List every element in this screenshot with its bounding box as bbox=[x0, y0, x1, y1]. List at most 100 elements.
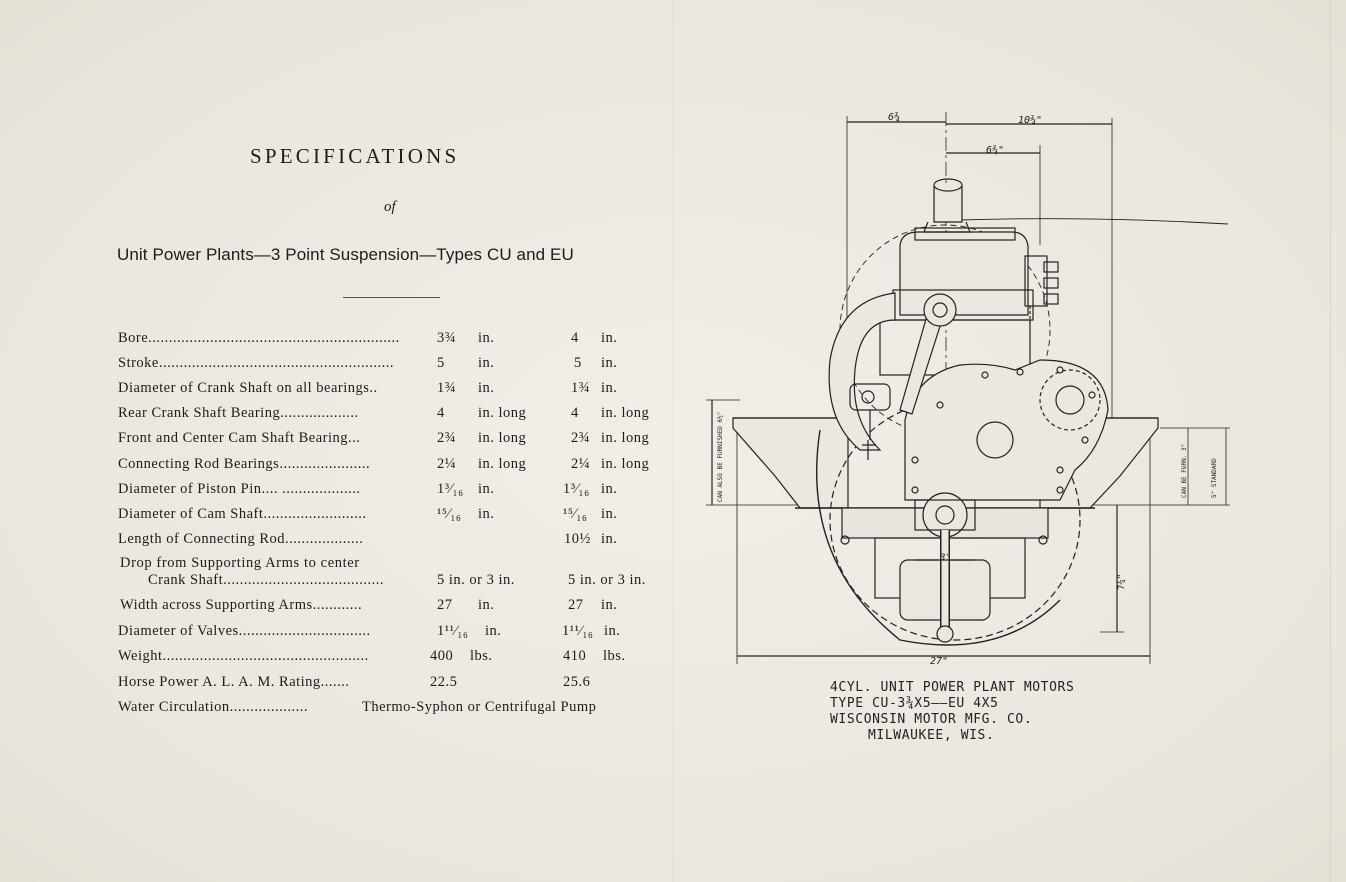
spec-label: Diameter of Crank Shaft on all bearings.… bbox=[118, 380, 378, 396]
spec-value-cu: ¹⁵⁄₁₆ bbox=[437, 506, 462, 522]
spec-label: Length of Connecting Rod................… bbox=[118, 531, 364, 547]
water-outlet-pipe bbox=[933, 186, 963, 223]
spec-value-cu: 1¾ bbox=[437, 380, 457, 396]
spec-label: Weight..................................… bbox=[118, 648, 369, 664]
spec-label-line-1: Drop from Supporting Arms to center bbox=[120, 555, 360, 571]
spec-unit-eu: in. bbox=[604, 623, 621, 639]
spec-unit-cu: lbs. bbox=[470, 648, 493, 664]
spec-value-eu: 27 bbox=[568, 597, 584, 613]
spec-value-eu: 2¾ bbox=[571, 430, 591, 446]
dim-label-side-right: 5" STANDARD bbox=[1211, 458, 1218, 498]
drawing-caption-line-1: 4CYL. UNIT POWER PLANT MOTORS bbox=[830, 680, 1075, 695]
spec-label: Horse Power A. L. A. M. Rating....... bbox=[118, 674, 350, 690]
spec-label: Crank Shaft.............................… bbox=[148, 572, 385, 588]
spec-unit-cu: in. bbox=[478, 330, 495, 346]
spec-value-eu: 5 bbox=[574, 355, 582, 371]
spec-value-cu: 27 bbox=[437, 597, 453, 613]
spec-label: Water Circulation................... bbox=[118, 699, 308, 715]
page-edge bbox=[1330, 0, 1331, 882]
spec-label: Rear Crank Shaft Bearing................… bbox=[118, 405, 359, 421]
spec-value-cu: 3¾ bbox=[437, 330, 457, 346]
page-shadow bbox=[672, 0, 673, 882]
spec-label: Connecting Rod Bearings.................… bbox=[118, 456, 371, 472]
spec-value-eu: 1³⁄₁₆ bbox=[563, 481, 590, 497]
spec-row: Water Circulation................... Ther… bbox=[0, 699, 670, 721]
spec-value-cu: 5 in. or 3 in. bbox=[437, 572, 515, 588]
spec-value-cu: 2¼ bbox=[437, 456, 457, 472]
spec-value-eu: 4 bbox=[571, 330, 579, 346]
spec-label: Front and Center Cam Shaft Bearing... bbox=[118, 430, 361, 446]
spec-value-eu: ¹⁵⁄₁₆ bbox=[563, 506, 588, 522]
spec-unit-cu: in. bbox=[485, 623, 502, 639]
spec-unit-cu: in. bbox=[478, 506, 495, 522]
cylinder-head bbox=[914, 227, 1016, 241]
spec-value-cu: 400 bbox=[430, 648, 454, 664]
spec-row: Diameter of Cam Shaft...................… bbox=[0, 506, 670, 528]
spec-value-cu: 1¹¹⁄₁₆ bbox=[437, 623, 469, 639]
page-title: SPECIFICATIONS bbox=[250, 144, 460, 168]
spec-unit-cu: in. bbox=[478, 597, 495, 613]
spec-unit-eu: in. bbox=[601, 531, 618, 547]
spec-value-eu: 25.6 bbox=[563, 674, 591, 690]
spec-unit-cu: in. long bbox=[478, 405, 527, 421]
spec-label: Diameter of Cam Shaft...................… bbox=[118, 506, 367, 522]
spec-unit-eu: in. long bbox=[601, 405, 650, 421]
spec-value-eu: 410 bbox=[563, 648, 587, 664]
spec-row: Bore....................................… bbox=[0, 330, 670, 352]
spec-unit-eu: in. long bbox=[601, 430, 650, 446]
spec-label: Bore....................................… bbox=[118, 330, 400, 346]
spec-row: Connecting Rod Bearings.................… bbox=[0, 456, 670, 478]
dim-label-right-height: 7¾" bbox=[1117, 574, 1127, 590]
spec-value-cu: 5 bbox=[437, 355, 445, 371]
spec-row: Diameter of Valves......................… bbox=[0, 623, 670, 645]
dim-label-inner: 6¾" bbox=[986, 144, 1004, 156]
spec-row: Length of Connecting Rod................… bbox=[0, 531, 670, 553]
spec-value-cu: Thermo-Syphon or Centrifugal Pump bbox=[362, 699, 597, 715]
spec-row: Diameter of Crank Shaft on all bearings.… bbox=[0, 380, 670, 402]
spec-value-eu: 2¼ bbox=[571, 456, 591, 472]
exhaust-manifold bbox=[828, 292, 896, 451]
spec-row: Diameter of Piston Pin.... .............… bbox=[0, 481, 670, 503]
cylinder-block bbox=[899, 231, 1029, 316]
spec-unit-cu: in. long bbox=[478, 456, 527, 472]
spec-unit-eu: in. bbox=[601, 355, 618, 371]
spec-row: Crank Shaft.............................… bbox=[0, 572, 670, 594]
page-subtitle: Unit Power Plants—3 Point Suspension—Typ… bbox=[117, 245, 574, 264]
engine-drawing: 6¾ 10¾" 6¾" 27" 3" 7¾" CAN ALSO BE FURNI… bbox=[706, 111, 1230, 667]
cam-gear bbox=[976, 421, 1014, 459]
spec-value-eu: 10½ bbox=[564, 531, 591, 547]
spec-unit-cu: in. bbox=[478, 380, 495, 396]
drawing-caption-line-3: WISCONSIN MOTOR MFG. CO. bbox=[830, 712, 1033, 727]
spec-value-cu: 2¾ bbox=[437, 430, 457, 446]
spec-value-cu: 4 bbox=[437, 405, 445, 421]
spec-unit-cu: in. bbox=[478, 355, 495, 371]
spec-unit-eu: lbs. bbox=[603, 648, 626, 664]
spec-value-eu: 4 bbox=[571, 405, 579, 421]
spec-value-eu: 1¹¹⁄₁₆ bbox=[562, 623, 594, 639]
spec-value-eu: 5 in. or 3 in. bbox=[568, 572, 646, 588]
spec-row: Rear Crank Shaft Bearing................… bbox=[0, 405, 670, 427]
spec-unit-eu: in. bbox=[601, 506, 618, 522]
spec-unit-eu: in. bbox=[601, 380, 618, 396]
dim-label-top-left: 6¾ bbox=[888, 111, 900, 123]
spec-label: Width across Supporting Arms............ bbox=[120, 597, 363, 613]
spec-value-eu: 1¾ bbox=[571, 380, 591, 396]
distributor bbox=[1024, 255, 1048, 307]
spec-row: Weight..................................… bbox=[0, 648, 670, 670]
spec-unit-cu: in. long bbox=[478, 430, 527, 446]
title-rule bbox=[343, 297, 440, 298]
spec-unit-eu: in. long bbox=[601, 456, 650, 472]
spec-value-cu: 1³⁄₁₆ bbox=[437, 481, 464, 497]
dim-label-center: 3" bbox=[939, 553, 951, 563]
spec-label: Diameter of Piston Pin.... .............… bbox=[118, 481, 361, 497]
spec-label: Diameter of Valves......................… bbox=[118, 623, 371, 639]
drawing-caption-line-2: TYPE CU-3¾X5——EU 4X5 bbox=[830, 696, 999, 711]
spec-unit-eu: in. bbox=[601, 481, 618, 497]
dim-label-side-left: CAN ALSO BE FURNISHED 6½" bbox=[717, 412, 724, 502]
spec-unit-eu: in. bbox=[601, 330, 618, 346]
dim-label-top-right: 10¾" bbox=[1018, 114, 1042, 126]
spec-row: Stroke..................................… bbox=[0, 355, 670, 377]
spec-value-cu: 22.5 bbox=[430, 674, 458, 690]
supporting-arm-left bbox=[732, 417, 849, 509]
